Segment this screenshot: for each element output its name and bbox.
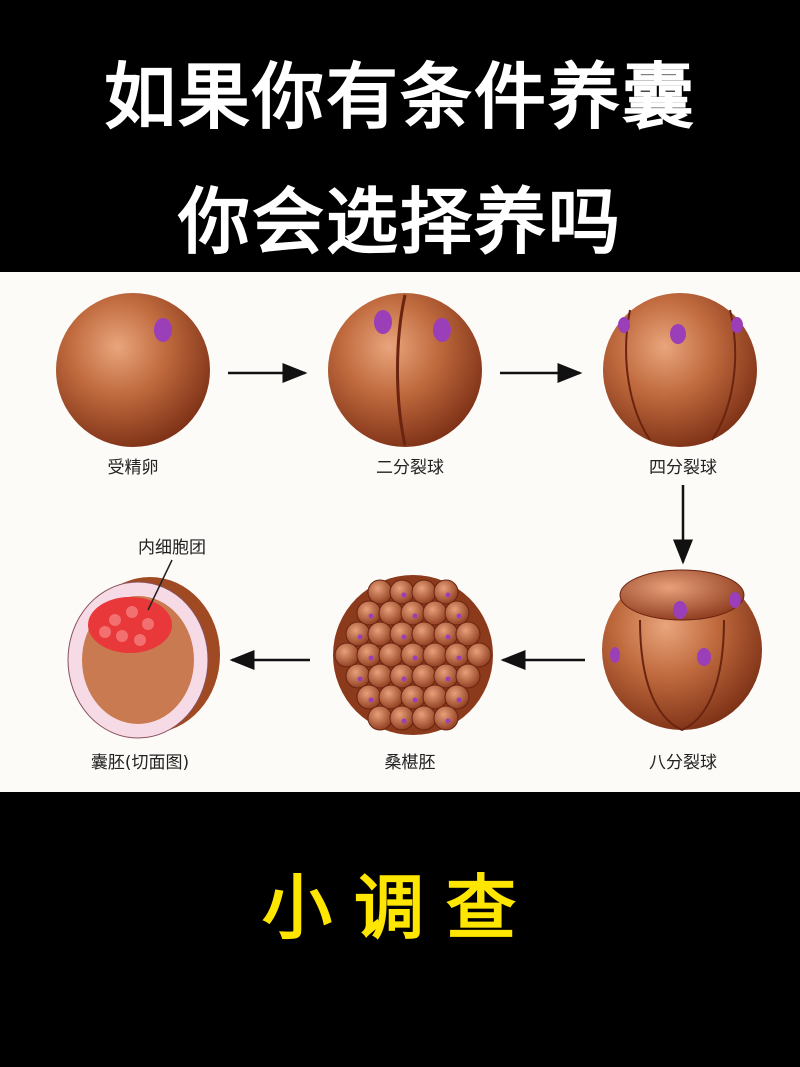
label-eight-cell: 八分裂球: [649, 753, 717, 773]
nucleus: [456, 697, 462, 703]
blastocyst-cross-section: [67, 577, 220, 739]
morula-cell: [411, 621, 437, 647]
morula-cell: [389, 621, 415, 647]
inner-cell-mass-pointer: [147, 559, 173, 611]
morula-cell: [367, 579, 393, 605]
nucleus: [412, 613, 418, 619]
label-four-cell: 四分裂球: [649, 458, 717, 478]
nucleus: [445, 634, 451, 640]
nucleus: [401, 676, 407, 682]
morula-cell: [444, 600, 470, 626]
morula-cell: [334, 642, 360, 668]
morula-cell: [466, 642, 492, 668]
morula-cell: [345, 621, 371, 647]
morula-cell: [422, 642, 448, 668]
nucleus: [456, 613, 462, 619]
nucleus: [456, 655, 462, 661]
morula-cell: [389, 663, 415, 689]
four-cell-stage: [603, 293, 757, 447]
morula-cell: [455, 621, 481, 647]
morula-cell: [378, 684, 404, 710]
diagram-svg: 受精卵 二分裂球 四分裂球 八分裂球 桑椹胚 囊胚(切面图) 内细胞团: [56, 293, 762, 773]
survey-label: 小调查: [262, 867, 538, 949]
morula-cell: [356, 684, 382, 710]
morula-cell: [389, 579, 415, 605]
nucleus: [412, 655, 418, 661]
morula-stage: [333, 575, 493, 735]
eight-cell-stage: [602, 569, 762, 732]
nucleus: [401, 718, 407, 724]
label-inner-cell-mass: 内细胞团: [138, 538, 206, 558]
morula-cell: [356, 600, 382, 626]
nucleus: [401, 592, 407, 598]
morula-cell: [378, 642, 404, 668]
morula-cell: [367, 621, 393, 647]
nucleus: [445, 592, 451, 598]
nucleus: [368, 613, 374, 619]
two-cell-stage: [328, 293, 482, 447]
morula-cell: [433, 663, 459, 689]
embryo-development-diagram: 受精卵 二分裂球 四分裂球 八分裂球 桑椹胚 囊胚(切面图) 内细胞团: [0, 272, 800, 792]
morula-cell: [411, 663, 437, 689]
morula-cell: [411, 579, 437, 605]
morula-cell: [411, 705, 437, 731]
morula-cell: [389, 705, 415, 731]
header-banner: 如果你有条件养囊 你会选择养吗: [0, 0, 800, 272]
morula-cell: [356, 642, 382, 668]
nucleus: [368, 697, 374, 703]
nucleus: [412, 697, 418, 703]
footer-banner: 小调查: [0, 792, 800, 1067]
morula-cell: [400, 600, 426, 626]
nucleus: [401, 634, 407, 640]
morula-cell: [433, 579, 459, 605]
nucleus: [445, 718, 451, 724]
morula-cell: [444, 684, 470, 710]
morula-cell: [444, 642, 470, 668]
morula-cell: [422, 684, 448, 710]
nucleus: [445, 676, 451, 682]
morula-cell: [422, 600, 448, 626]
morula-cell: [367, 663, 393, 689]
nucleus: [368, 655, 374, 661]
morula-cell: [433, 705, 459, 731]
morula-cell: [400, 684, 426, 710]
zygote-cell: [56, 293, 210, 447]
label-blastocyst: 囊胚(切面图): [91, 753, 189, 773]
morula-cell: [455, 663, 481, 689]
nucleus: [357, 634, 363, 640]
morula-cell: [433, 621, 459, 647]
nucleus: [357, 676, 363, 682]
label-zygote: 受精卵: [108, 458, 159, 478]
morula-cell: [367, 705, 393, 731]
title-line-2: 你会选择养吗: [177, 180, 622, 264]
label-two-cell: 二分裂球: [376, 458, 444, 478]
morula-cell: [378, 600, 404, 626]
title-line-1: 如果你有条件养囊: [103, 55, 696, 139]
morula-cell: [345, 663, 371, 689]
label-morula: 桑椹胚: [385, 753, 436, 773]
morula-cell: [400, 642, 426, 668]
